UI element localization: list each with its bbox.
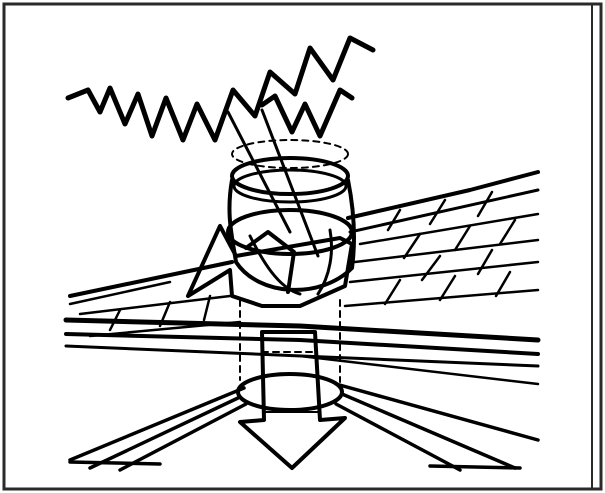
roof-ridge-line [70, 262, 232, 296]
down-arrow-icon [240, 332, 345, 468]
ink-lines [66, 38, 538, 470]
sunlight-ray-right [262, 90, 352, 136]
roof-shingles [70, 192, 538, 336]
light-reflector [246, 232, 294, 292]
diffuser-ring [238, 374, 342, 410]
